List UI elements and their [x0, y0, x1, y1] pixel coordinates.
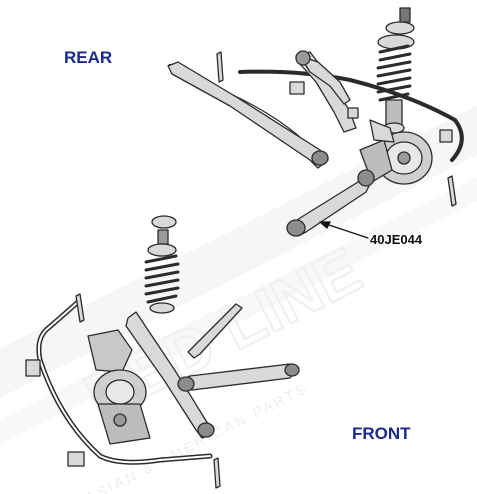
part-code-label: 40JE044	[370, 232, 423, 247]
rear-stabilizer-link-left	[216, 51, 224, 83]
front-bushing-2	[67, 451, 85, 467]
rear-bushing-3	[347, 107, 359, 119]
rear-arm-bushing-top	[295, 50, 311, 66]
rear-upper-control-arm-2	[299, 55, 351, 105]
rear-knuckle-assembly	[359, 119, 433, 185]
rear-lower-arm-bushing-outer	[357, 169, 375, 187]
front-assembly	[25, 215, 300, 489]
front-bushing-1	[25, 359, 41, 377]
rear-bushing-2	[439, 129, 453, 143]
front-stabilizer-link-bottom	[213, 457, 221, 489]
part-code-arrowhead	[319, 221, 331, 229]
rear-lower-arm-bushing-inner	[286, 219, 306, 237]
front-coil-spring	[144, 215, 180, 314]
rear-track-bar	[167, 61, 329, 169]
rear-assembly	[167, 7, 464, 239]
rear-bushing-1	[289, 81, 305, 95]
front-upper-control-arm	[187, 303, 243, 359]
rear-track-bar-bushing	[311, 150, 329, 166]
front-knuckle-assembly	[87, 329, 151, 445]
front-label: FRONT	[352, 424, 411, 443]
rear-coil-spring	[376, 7, 415, 134]
rear-stabilizer-link-right	[447, 175, 457, 207]
front-stabilizer-link-top	[75, 293, 85, 323]
rear-label: REAR	[64, 48, 113, 67]
